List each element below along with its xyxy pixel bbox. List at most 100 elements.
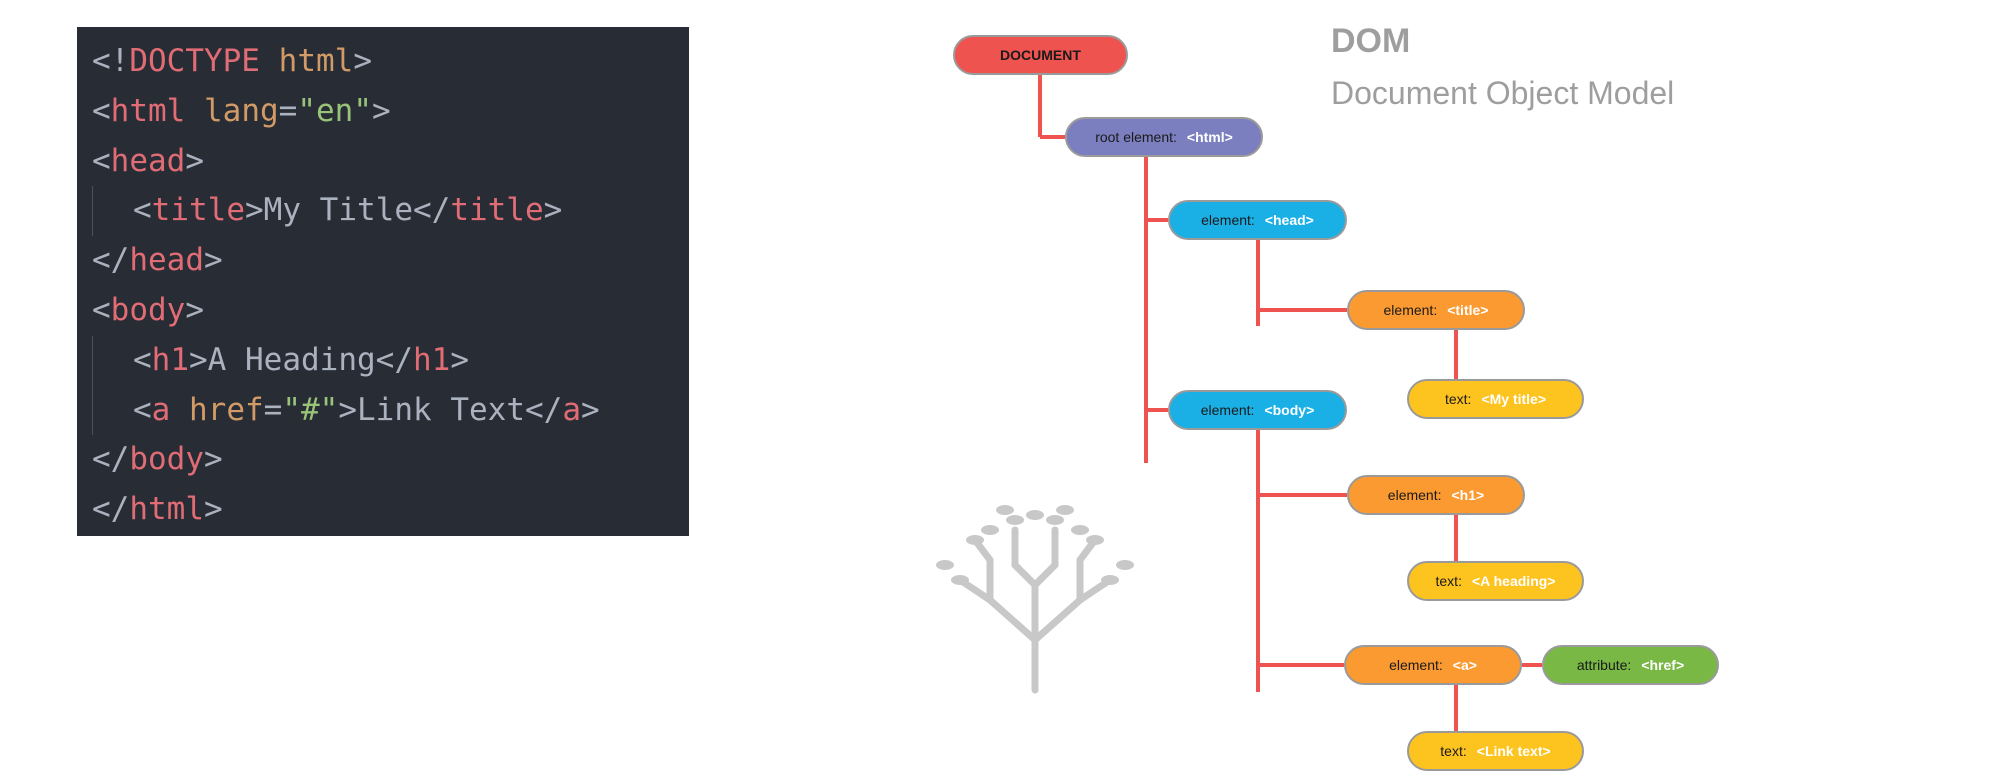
node-kind: element: bbox=[1201, 212, 1255, 228]
code-token: > bbox=[203, 491, 223, 528]
code-token: <! bbox=[92, 43, 130, 79]
code-token: </ bbox=[92, 441, 130, 478]
code-token: > bbox=[543, 192, 563, 229]
code-token: </ bbox=[525, 391, 563, 428]
code-token: > bbox=[189, 341, 208, 378]
tree-branch bbox=[1011, 526, 1039, 589]
node-href: attribute: <href> bbox=[1542, 645, 1719, 685]
tree-leaf bbox=[951, 575, 969, 585]
code-token: h1 bbox=[151, 341, 189, 378]
node-value: <html> bbox=[1186, 129, 1233, 145]
node-h1: element: <h1> bbox=[1347, 475, 1525, 515]
node-kind: attribute: bbox=[1576, 657, 1632, 673]
code-token: > bbox=[185, 142, 204, 179]
code-token: > bbox=[450, 341, 469, 378]
code-token: A Heading bbox=[207, 341, 376, 378]
node-a-text: text: <Link text> bbox=[1407, 731, 1584, 771]
code-token: </ bbox=[92, 491, 130, 528]
tree-leaf bbox=[1086, 535, 1104, 545]
node-value: <a> bbox=[1452, 657, 1477, 673]
tree-leaf bbox=[981, 525, 999, 535]
node-title: element: <title> bbox=[1347, 290, 1525, 330]
code-token: a bbox=[562, 391, 581, 428]
diagram-subtitle: Document Object Model bbox=[1331, 75, 1675, 111]
node-a: element: <a> bbox=[1344, 645, 1522, 685]
code-token: > bbox=[245, 192, 264, 229]
code-token: = bbox=[278, 92, 298, 129]
code-line: <body> bbox=[77, 286, 689, 336]
code-token: title bbox=[151, 192, 245, 229]
tree-leaf bbox=[1071, 525, 1089, 535]
node-value: <h1> bbox=[1451, 487, 1485, 503]
code-line: <html lang="en"> bbox=[77, 87, 689, 137]
code-token: head bbox=[129, 242, 204, 279]
node-kind: element: bbox=[1387, 487, 1442, 503]
code-token: html bbox=[129, 491, 204, 528]
code-token: body bbox=[110, 291, 186, 328]
code-token: < bbox=[92, 142, 111, 179]
code-line: </head> bbox=[77, 236, 689, 286]
tree-branch bbox=[1031, 526, 1059, 589]
node-value: <My title> bbox=[1481, 391, 1547, 407]
node-kind: element: bbox=[1200, 402, 1255, 418]
code-token: a bbox=[151, 391, 171, 428]
code-token: < bbox=[133, 192, 152, 229]
tree-branch bbox=[986, 556, 1039, 644]
code-token: > bbox=[581, 391, 600, 428]
code-token: = bbox=[263, 391, 283, 428]
code-token: < bbox=[92, 92, 111, 129]
node-kind: element: bbox=[1389, 657, 1443, 673]
node-kind: text: bbox=[1444, 391, 1472, 407]
indent-guide bbox=[92, 385, 93, 436]
node-value: <head> bbox=[1264, 212, 1314, 228]
node-value: <href> bbox=[1641, 657, 1685, 673]
code-token: html bbox=[278, 43, 354, 79]
node-document: DOCUMENT bbox=[953, 35, 1128, 75]
code-editor-panel: <!DOCTYPE html><html lang="en"><head><ti… bbox=[77, 27, 689, 536]
tree-leaf bbox=[1046, 515, 1064, 525]
tree-leaf bbox=[1006, 515, 1024, 525]
tree-leaf bbox=[1026, 510, 1044, 520]
code-token: </ bbox=[375, 341, 413, 378]
tree-leaf bbox=[936, 560, 954, 570]
node-kind: text: bbox=[1440, 743, 1467, 759]
node-kind: root element: bbox=[1095, 129, 1177, 145]
code-line: </body> bbox=[77, 435, 689, 485]
code-token: head bbox=[110, 142, 186, 179]
indent-guide bbox=[92, 186, 93, 237]
code-token: </ bbox=[412, 192, 451, 229]
node-value: <A heading> bbox=[1471, 573, 1556, 589]
node-head: element: <head> bbox=[1168, 200, 1347, 240]
code-token: href bbox=[189, 391, 264, 428]
code-token: > bbox=[371, 92, 391, 129]
node-html: root element: <html> bbox=[1065, 117, 1263, 157]
code-line: <h1>A Heading</h1> bbox=[77, 335, 689, 386]
node-value: <Link text> bbox=[1476, 743, 1551, 759]
node-kind: element: bbox=[1383, 302, 1438, 318]
node-kind: text: bbox=[1435, 573, 1462, 589]
code-token: DOCTYPE bbox=[129, 43, 260, 79]
code-line: <!DOCTYPE html> bbox=[77, 37, 689, 87]
code-line: <title>My Title</title> bbox=[77, 186, 689, 237]
diagram-title: DOM bbox=[1331, 22, 1411, 60]
node-value: DOCUMENT bbox=[1000, 47, 1081, 63]
code-token: lang bbox=[204, 92, 279, 129]
indent-guide bbox=[92, 335, 93, 386]
code-token: > bbox=[203, 242, 223, 279]
tree-leaf bbox=[1101, 575, 1119, 585]
code-token: "#" bbox=[282, 391, 339, 428]
node-value: <body> bbox=[1264, 402, 1315, 418]
tree-leaf bbox=[996, 505, 1014, 515]
tree-leaf bbox=[1056, 505, 1074, 515]
code-line: <head> bbox=[77, 137, 689, 187]
code-token: > bbox=[185, 291, 204, 328]
code-token: "en" bbox=[297, 92, 372, 129]
code-token: Link Text bbox=[357, 391, 525, 428]
code-token: < bbox=[92, 291, 111, 328]
tree-icon bbox=[936, 505, 1134, 694]
code-token: h1 bbox=[412, 341, 451, 378]
code-token: > bbox=[338, 391, 358, 428]
code-token: title bbox=[450, 192, 544, 229]
